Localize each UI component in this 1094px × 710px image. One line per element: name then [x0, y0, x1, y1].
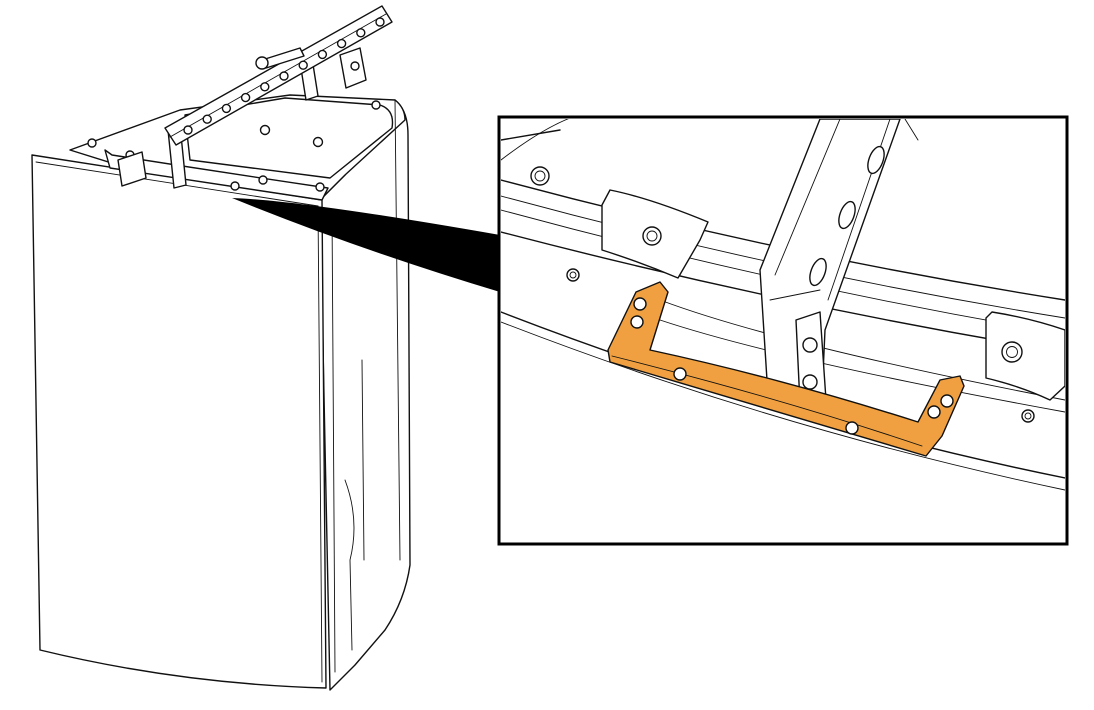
rigging-lower-bracket: [117, 151, 147, 187]
top-plate-hole-1: [259, 124, 271, 136]
screw-icon: [371, 100, 381, 110]
screw-icon: [642, 226, 662, 246]
rigging-bar-hole: [336, 38, 347, 49]
rigging-bar-hole: [298, 60, 308, 70]
screw-icon: [1001, 341, 1023, 363]
rigging-frame: [117, 5, 393, 189]
rigging-bar-holes: [183, 17, 385, 135]
screw-icon: [845, 421, 859, 435]
screw-icon: [530, 166, 550, 186]
highlighted-bracket: [607, 281, 965, 457]
detail-view: [497, 115, 1069, 546]
screw-icon: [258, 175, 268, 185]
rigging-bar-hole: [183, 125, 193, 135]
screw-icon: [630, 315, 644, 329]
screw-icon: [230, 181, 240, 191]
screw-icon: [87, 138, 97, 148]
screw-icon: [1021, 409, 1035, 423]
rigging-bar-hole: [202, 114, 212, 124]
rail-screws: [530, 166, 1035, 423]
rigging-bar-hole: [356, 28, 366, 38]
bracket-screws: [630, 297, 954, 435]
top-plate-hole-2: [312, 136, 324, 148]
screw-icon: [315, 182, 325, 192]
speaker-cabinet: [31, 94, 411, 691]
callout-wedge-icon: [232, 198, 500, 292]
rigging-bar-hole: [260, 82, 270, 92]
detail-post-hole-1: [867, 145, 885, 175]
rigging-bar-hole: [279, 71, 289, 81]
detail-post-hole-3: [809, 257, 827, 287]
screw-icon: [802, 337, 818, 353]
cabinet-front-face: [31, 154, 327, 689]
screw-icon: [633, 297, 647, 311]
screw-icon: [673, 367, 687, 381]
screw-icon: [802, 374, 818, 390]
side-panel-edge: [331, 209, 336, 673]
screw-icon: [927, 405, 941, 419]
rigging-bar-hole: [221, 103, 232, 114]
detail-post-hole-2: [838, 200, 856, 230]
rigging-pin-ring: [255, 56, 269, 70]
screw-icon: [940, 394, 954, 408]
rigging-bar-hole: [317, 49, 328, 60]
screw-icon: [566, 268, 580, 282]
detail-top-cap: [501, 129, 561, 141]
rigging-bar-hole: [375, 17, 385, 27]
rigging-bar-hole: [240, 92, 251, 103]
detail-plate-right: [985, 311, 1065, 401]
screw-icon: [350, 61, 360, 71]
